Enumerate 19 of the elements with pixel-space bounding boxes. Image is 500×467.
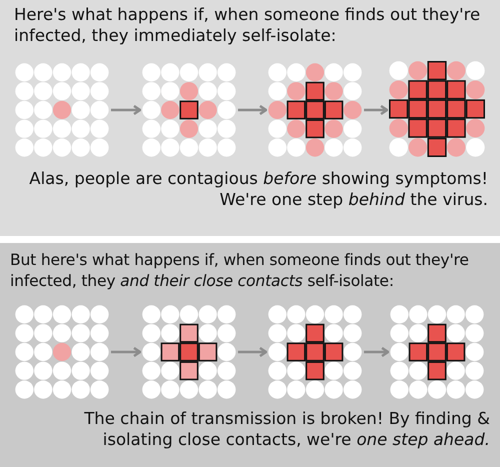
- dot-grid-drawing: [389, 61, 485, 157]
- arrow: [111, 104, 142, 116]
- arrow: [364, 346, 390, 358]
- dot-grid-drawing: [268, 305, 362, 399]
- caption-text: The chain of transmission is broken! By finding & isolating close contacts, we're one step ahead.: [83, 408, 490, 450]
- dot-grid-drawing: [268, 63, 362, 157]
- heading-text: Here's what happens if, when someone finds out they're infected, they immediately self-isolate:: [14, 4, 482, 46]
- arrow: [111, 346, 142, 358]
- arrow: [238, 346, 268, 358]
- arrow: [364, 104, 388, 116]
- dot-grid-drawing: [15, 305, 109, 399]
- caption-text: Alas, people are contagious before showing symptoms!: [28, 168, 488, 189]
- dot-grid-drawing: [142, 305, 236, 399]
- caption-text: We're one step behind the virus.: [218, 189, 488, 210]
- dot-grid-drawing: [142, 63, 236, 157]
- arrow: [238, 104, 268, 116]
- heading-text: But here's what happens if, when someone finds out they're infected, they and their close contacts self-isolate:: [10, 250, 470, 292]
- dot-grid-drawing: [390, 305, 484, 399]
- dot-grid-drawing: [15, 63, 109, 157]
